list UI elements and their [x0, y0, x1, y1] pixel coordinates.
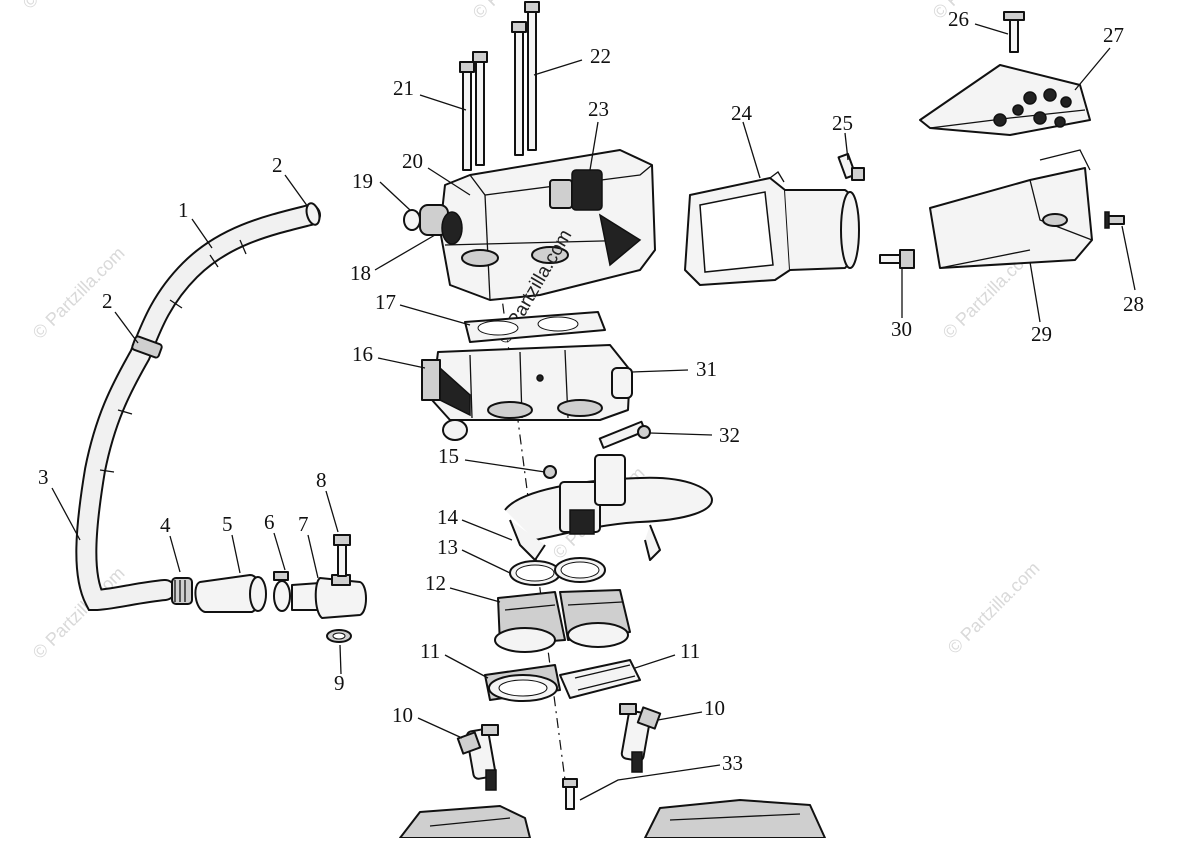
watermark: © Partzilla.com — [469, 0, 569, 23]
callout-15: 15 — [438, 444, 459, 468]
leader-lines — [51, 23, 1136, 801]
callout-1: 1 — [178, 198, 189, 222]
callout-6: 6 — [264, 510, 275, 534]
callout-2: 2 — [272, 153, 283, 177]
callout-17: 17 — [375, 290, 396, 314]
fuel-injectors — [456, 703, 662, 791]
watermark: © Partzilla.com — [944, 558, 1044, 658]
watermark: © Partzilla.com — [19, 0, 119, 13]
air-box-housing: © Partzilla.com — [403, 149, 656, 348]
callout-26: 26 — [948, 7, 969, 31]
long-bolts — [459, 1, 540, 171]
callout-30: 30 — [891, 317, 912, 341]
top-cover — [919, 64, 1091, 136]
hose-fitting-group — [171, 534, 367, 643]
lower-cover — [929, 149, 1093, 269]
callout-14: 14 — [437, 505, 459, 529]
callout-29: 29 — [1031, 322, 1052, 346]
callout-18: 18 — [350, 261, 371, 285]
callout-32: 32 — [719, 423, 740, 447]
intake-boots — [494, 589, 631, 653]
watermark: © Partzilla.com — [29, 243, 129, 343]
callout-11: 11 — [420, 639, 440, 663]
callout-31: 31 — [696, 357, 717, 381]
callout-10: 10 — [704, 696, 725, 720]
small-fittings — [837, 11, 1125, 269]
callout-25: 25 — [832, 111, 853, 135]
callout-9: 9 — [334, 671, 345, 695]
callout-23: 23 — [588, 97, 609, 121]
callout-19: 19 — [352, 169, 373, 193]
fuel-rail — [504, 420, 713, 561]
callout-labels: 1 2 2 3 4 5 6 7 8 9 10 10 11 11 12 13 14… — [38, 7, 1144, 775]
callout-10: 10 — [392, 703, 413, 727]
gasket-17 — [464, 311, 606, 343]
intake-clamps — [484, 659, 641, 702]
callout-5: 5 — [222, 512, 233, 536]
intake-duct — [684, 171, 860, 286]
callout-3: 3 — [38, 465, 49, 489]
callout-12: 12 — [425, 571, 446, 595]
breather-hose — [75, 202, 321, 612]
callout-22: 22 — [590, 44, 611, 68]
callout-11: 11 — [680, 639, 700, 663]
callout-7: 7 — [298, 512, 309, 536]
cylinder-heads — [399, 799, 826, 839]
callout-4: 4 — [160, 513, 171, 537]
callout-33: 33 — [722, 751, 743, 775]
callout-27: 27 — [1103, 23, 1124, 47]
callout-13: 13 — [437, 535, 458, 559]
callout-21: 21 — [393, 76, 414, 100]
throttle-body — [421, 344, 633, 441]
callout-2: 2 — [102, 289, 113, 313]
callout-16: 16 — [352, 342, 373, 366]
callout-28: 28 — [1123, 292, 1144, 316]
o-rings — [509, 557, 606, 586]
callout-8: 8 — [316, 468, 327, 492]
bolt-33 — [562, 778, 578, 810]
callout-24: 24 — [731, 101, 753, 125]
callout-20: 20 — [402, 149, 423, 173]
